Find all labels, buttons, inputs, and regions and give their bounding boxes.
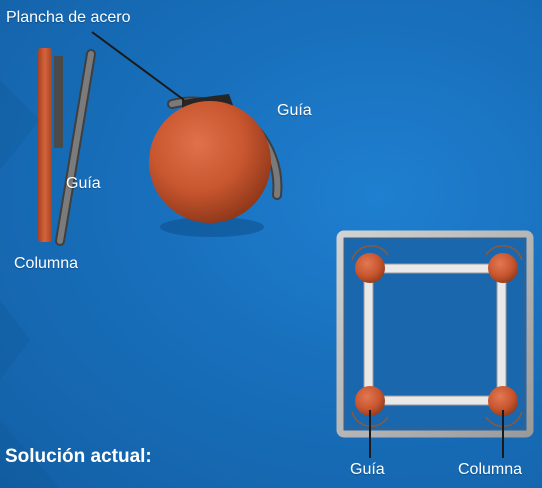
- corner-guide-arcs: [351, 245, 523, 427]
- background-texture: [0, 80, 60, 488]
- square-view: [336, 230, 534, 438]
- round-guide-label: Guía: [277, 102, 312, 119]
- corner-column-tl: [355, 253, 385, 283]
- side-plate: [54, 56, 63, 148]
- side-column-label: Columna: [14, 255, 79, 272]
- corner-column-bl: [355, 386, 385, 416]
- square-outer-frame: [336, 230, 534, 438]
- side-column: [38, 48, 52, 242]
- plate-label: Plancha de acero: [6, 9, 131, 26]
- bottom-column-label: Columna: [458, 461, 523, 478]
- side-guide-label: Guía: [66, 175, 101, 192]
- round-column: [149, 101, 271, 223]
- side-guide: [55, 49, 96, 246]
- caption-title: Solución actual:: [5, 446, 152, 467]
- round-view: [149, 94, 283, 237]
- side-view: [38, 48, 96, 246]
- corner-column-br: [488, 386, 518, 416]
- round-column-shadow: [160, 217, 264, 237]
- corner-column-tr: [488, 253, 518, 283]
- bottom-guide-label: Guía: [350, 461, 385, 478]
- plate-leader-line: [91, 31, 185, 101]
